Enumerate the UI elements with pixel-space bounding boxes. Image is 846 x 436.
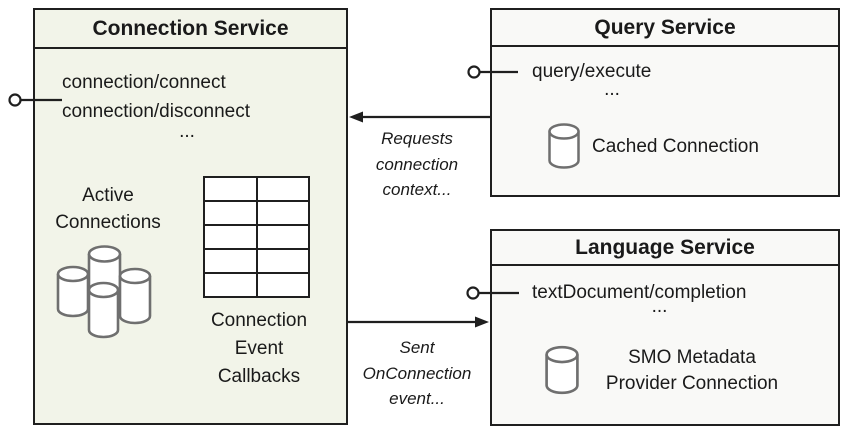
table-cell	[257, 250, 308, 272]
smo-metadata-provider-connection-label: SMO Metadata Provider Connection	[605, 347, 779, 394]
callbacks-table-grid-icon	[203, 176, 310, 298]
language-service-title: Language Service	[492, 231, 838, 266]
query-execute-label: query/execute	[532, 61, 652, 82]
query-service-box: Query Service query/execute ... Cached C…	[490, 8, 840, 197]
connection-service-ellipsis: ...	[179, 121, 195, 142]
connection-service-title: Connection Service	[35, 10, 346, 49]
sent-onconnection-event-label: Sent OnConnection event...	[362, 338, 472, 408]
requests-connection-arrow	[349, 111, 490, 123]
connection-service-methods: connection/connect connection/disconnect	[62, 72, 251, 122]
table-cell	[257, 274, 308, 296]
textdocument-completion-label: textDocument/completion	[532, 282, 747, 303]
database-cluster-icon	[56, 245, 152, 339]
requests-connection-context-label: Requests connection context...	[375, 129, 459, 199]
sent-onconnection-arrow	[348, 316, 489, 328]
table-cell	[205, 250, 256, 272]
table-cell	[205, 274, 256, 296]
table-cell	[257, 202, 308, 224]
connection-service-box: Connection Service connection/connect co…	[33, 8, 348, 425]
active-connections-label: Active Connections	[55, 185, 161, 233]
cached-connection-label: Cached Connection	[592, 136, 759, 157]
database-cylinder-icon	[548, 123, 580, 169]
table-cell	[257, 178, 308, 200]
database-cylinder-icon	[545, 345, 579, 395]
table-cell	[205, 226, 256, 248]
language-service-ellipsis: ...	[651, 296, 668, 317]
connection-event-callbacks-label: Connection Event Callbacks	[210, 310, 308, 387]
table-cell	[205, 178, 256, 200]
query-service-title: Query Service	[492, 10, 838, 47]
table-cell	[205, 202, 256, 224]
table-cell	[257, 226, 308, 248]
language-service-box: Language Service textDocument/completion…	[490, 229, 840, 426]
query-service-ellipsis: ...	[604, 79, 620, 100]
